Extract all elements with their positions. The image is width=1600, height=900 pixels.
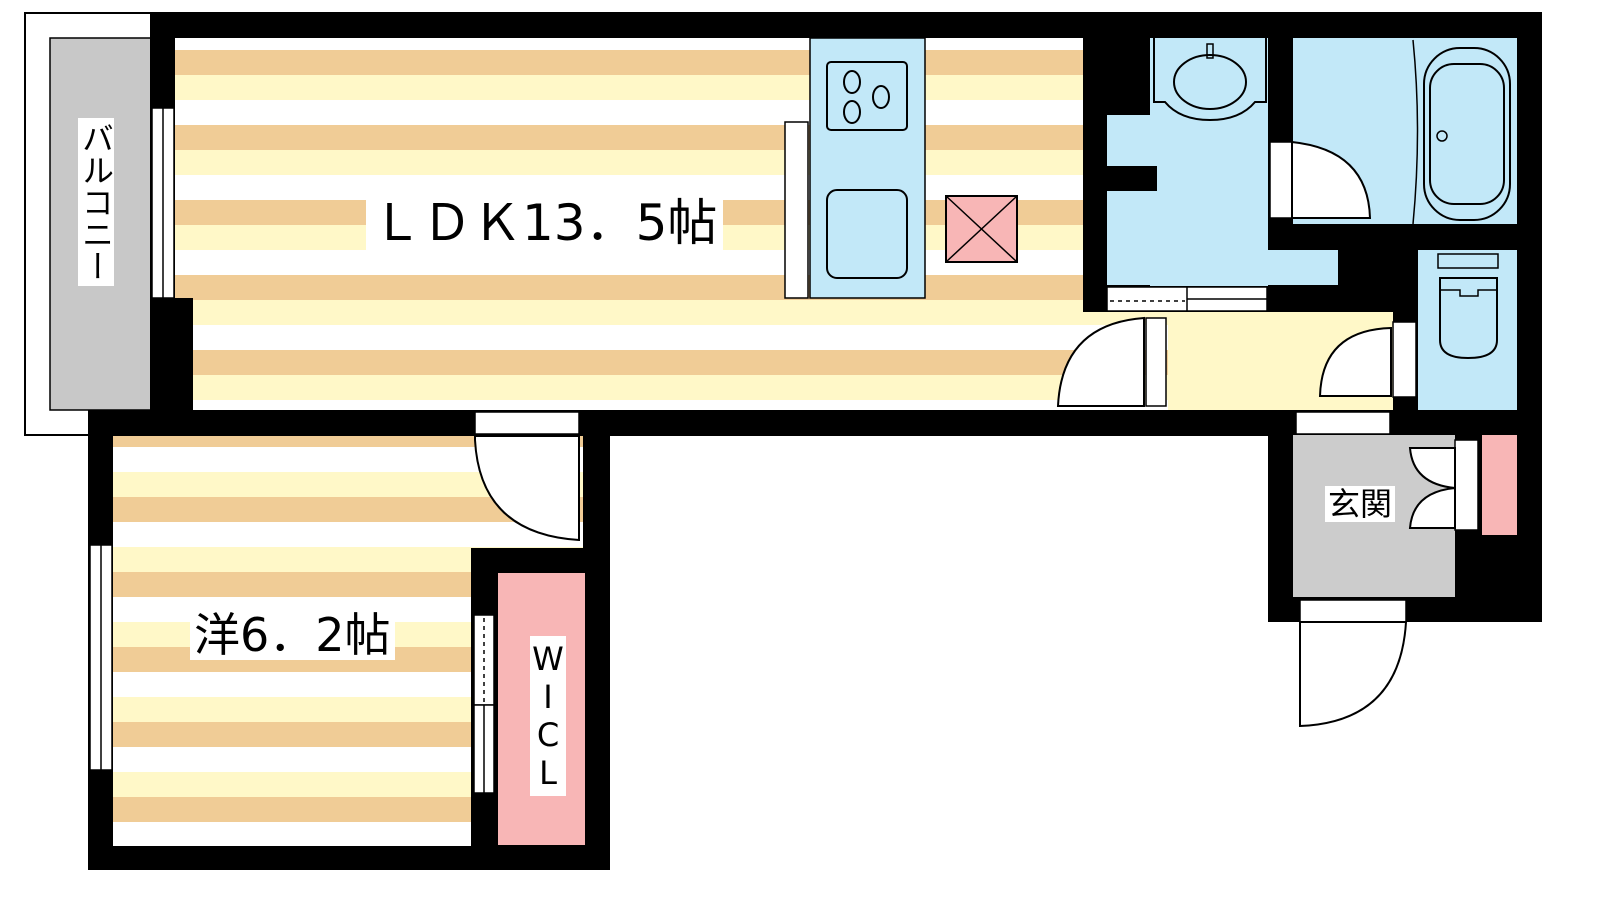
toilet-room	[1418, 250, 1517, 410]
stove-icon	[826, 61, 908, 131]
washroom	[1106, 38, 1338, 312]
entrance-label: 玄関	[1325, 486, 1396, 522]
balcony-label: バルコニー	[77, 118, 115, 286]
shoe-cabinet	[1482, 435, 1517, 535]
bedroom-window	[89, 544, 113, 771]
kitchen-counter	[784, 37, 926, 299]
ldk-label: ＬＤＫ13．5帖	[366, 196, 724, 250]
front-door-frame	[1299, 599, 1407, 623]
bathtub-icon	[1423, 47, 1511, 221]
closet-label: WICL	[529, 636, 567, 796]
washbasin-icon	[1173, 54, 1247, 110]
front-door	[1299, 621, 1408, 728]
western-room-label: 洋6．2帖	[190, 610, 395, 660]
ldk-window	[151, 107, 175, 299]
fridge-space	[945, 195, 1018, 263]
toilet-icon	[1439, 277, 1498, 360]
sink-icon	[826, 189, 908, 279]
bathroom	[1269, 38, 1517, 225]
balcony	[24, 12, 161, 436]
